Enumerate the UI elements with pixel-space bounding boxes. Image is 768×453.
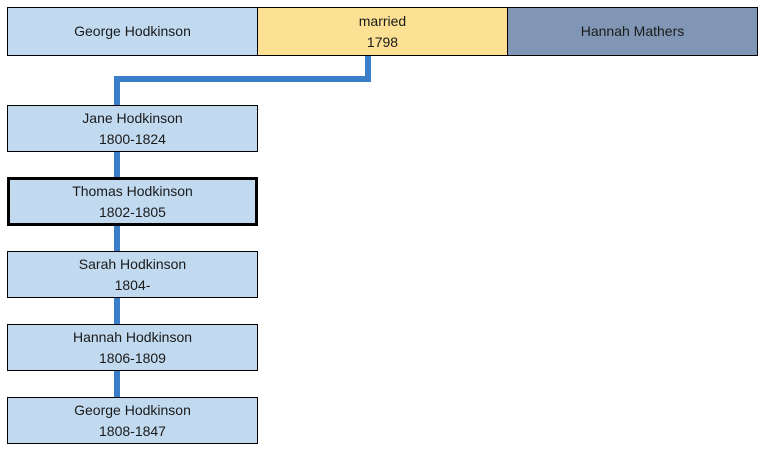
node-father[interactable]: George Hodkinson <box>7 7 258 56</box>
node-mother-name: Hannah Mathers <box>580 23 685 40</box>
node-marriage[interactable]: married 1798 <box>257 7 508 56</box>
node-mother[interactable]: Hannah Mathers <box>507 7 758 56</box>
node-child-name: Hannah Hodkinson <box>72 329 193 346</box>
connector-spine-to-child-4 <box>114 369 120 399</box>
connector-marriage-drop <box>365 56 371 82</box>
connector-spine-to-child-3 <box>114 296 120 326</box>
node-child-dates: 1800-1824 <box>99 130 166 147</box>
node-child-dates: 1804- <box>114 276 151 293</box>
connector-spine-to-child-0 <box>114 76 120 107</box>
node-child-george-hodkinson[interactable]: George Hodkinson 1808-1847 <box>7 397 258 444</box>
node-child-sarah-hodkinson[interactable]: Sarah Hodkinson 1804- <box>7 251 258 298</box>
connector-spine-to-child-1 <box>114 150 120 179</box>
node-child-thomas-hodkinson[interactable]: Thomas Hodkinson 1802-1805 <box>7 177 258 226</box>
node-child-dates: 1802-1805 <box>99 203 166 220</box>
connector-spine-to-child-2 <box>114 224 120 253</box>
node-father-name: George Hodkinson <box>74 23 191 40</box>
node-marriage-year: 1798 <box>366 33 399 50</box>
node-marriage-label: married <box>358 13 407 30</box>
node-child-hannah-hodkinson[interactable]: Hannah Hodkinson 1806-1809 <box>7 324 258 371</box>
node-child-name: Sarah Hodkinson <box>78 256 187 273</box>
node-child-jane-hodkinson[interactable]: Jane Hodkinson 1800-1824 <box>7 105 258 152</box>
node-child-name: George Hodkinson <box>74 402 191 419</box>
node-child-name: Jane Hodkinson <box>82 110 183 127</box>
node-child-dates: 1806-1809 <box>99 349 166 366</box>
node-child-name: Thomas Hodkinson <box>72 183 193 200</box>
connector-marriage-horizontal <box>114 76 371 82</box>
node-child-dates: 1808-1847 <box>99 422 166 439</box>
